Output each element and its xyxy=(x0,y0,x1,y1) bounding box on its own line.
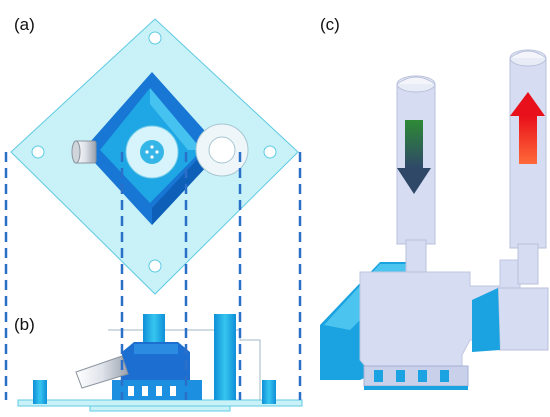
panel-b-side-view xyxy=(17,314,303,412)
up-arrow-icon xyxy=(510,92,545,164)
panel-a-top-view xyxy=(10,18,299,295)
mount-hole-right xyxy=(263,145,277,159)
mount-hole-top xyxy=(148,31,162,45)
section-tail xyxy=(497,287,549,351)
base-plate-foot xyxy=(89,405,231,412)
panel-label-a: (a) xyxy=(14,15,35,34)
panel-label-c: (c) xyxy=(320,15,340,34)
outlet-pillar xyxy=(509,49,547,285)
base-plate-side xyxy=(17,399,303,407)
chamber-top-face xyxy=(134,344,178,354)
section-microchannels xyxy=(363,365,469,390)
housing-outline xyxy=(108,329,261,400)
side-inlet-tube-side xyxy=(75,355,129,389)
microchannel-row xyxy=(128,386,176,396)
pillar-left xyxy=(33,380,47,404)
port-dot xyxy=(155,150,159,154)
center-port xyxy=(140,140,164,164)
panel-label-b: (b) xyxy=(14,315,35,334)
outlet-bore xyxy=(208,136,236,164)
panel-c-section-view xyxy=(320,49,549,390)
chamber-body-inner-highlight xyxy=(150,88,202,150)
projection-lines xyxy=(4,152,302,400)
port-dot xyxy=(145,150,149,154)
port-dot xyxy=(150,155,154,159)
mount-hole-left xyxy=(31,145,45,159)
port-dot xyxy=(150,145,154,149)
pillar-right xyxy=(262,380,276,404)
pillar-outlet xyxy=(214,314,236,400)
down-arrow-icon xyxy=(397,120,431,194)
side-inlet-tube-end xyxy=(71,140,81,164)
mount-hole-bottom xyxy=(148,259,162,273)
section-tail-blue xyxy=(472,288,500,352)
